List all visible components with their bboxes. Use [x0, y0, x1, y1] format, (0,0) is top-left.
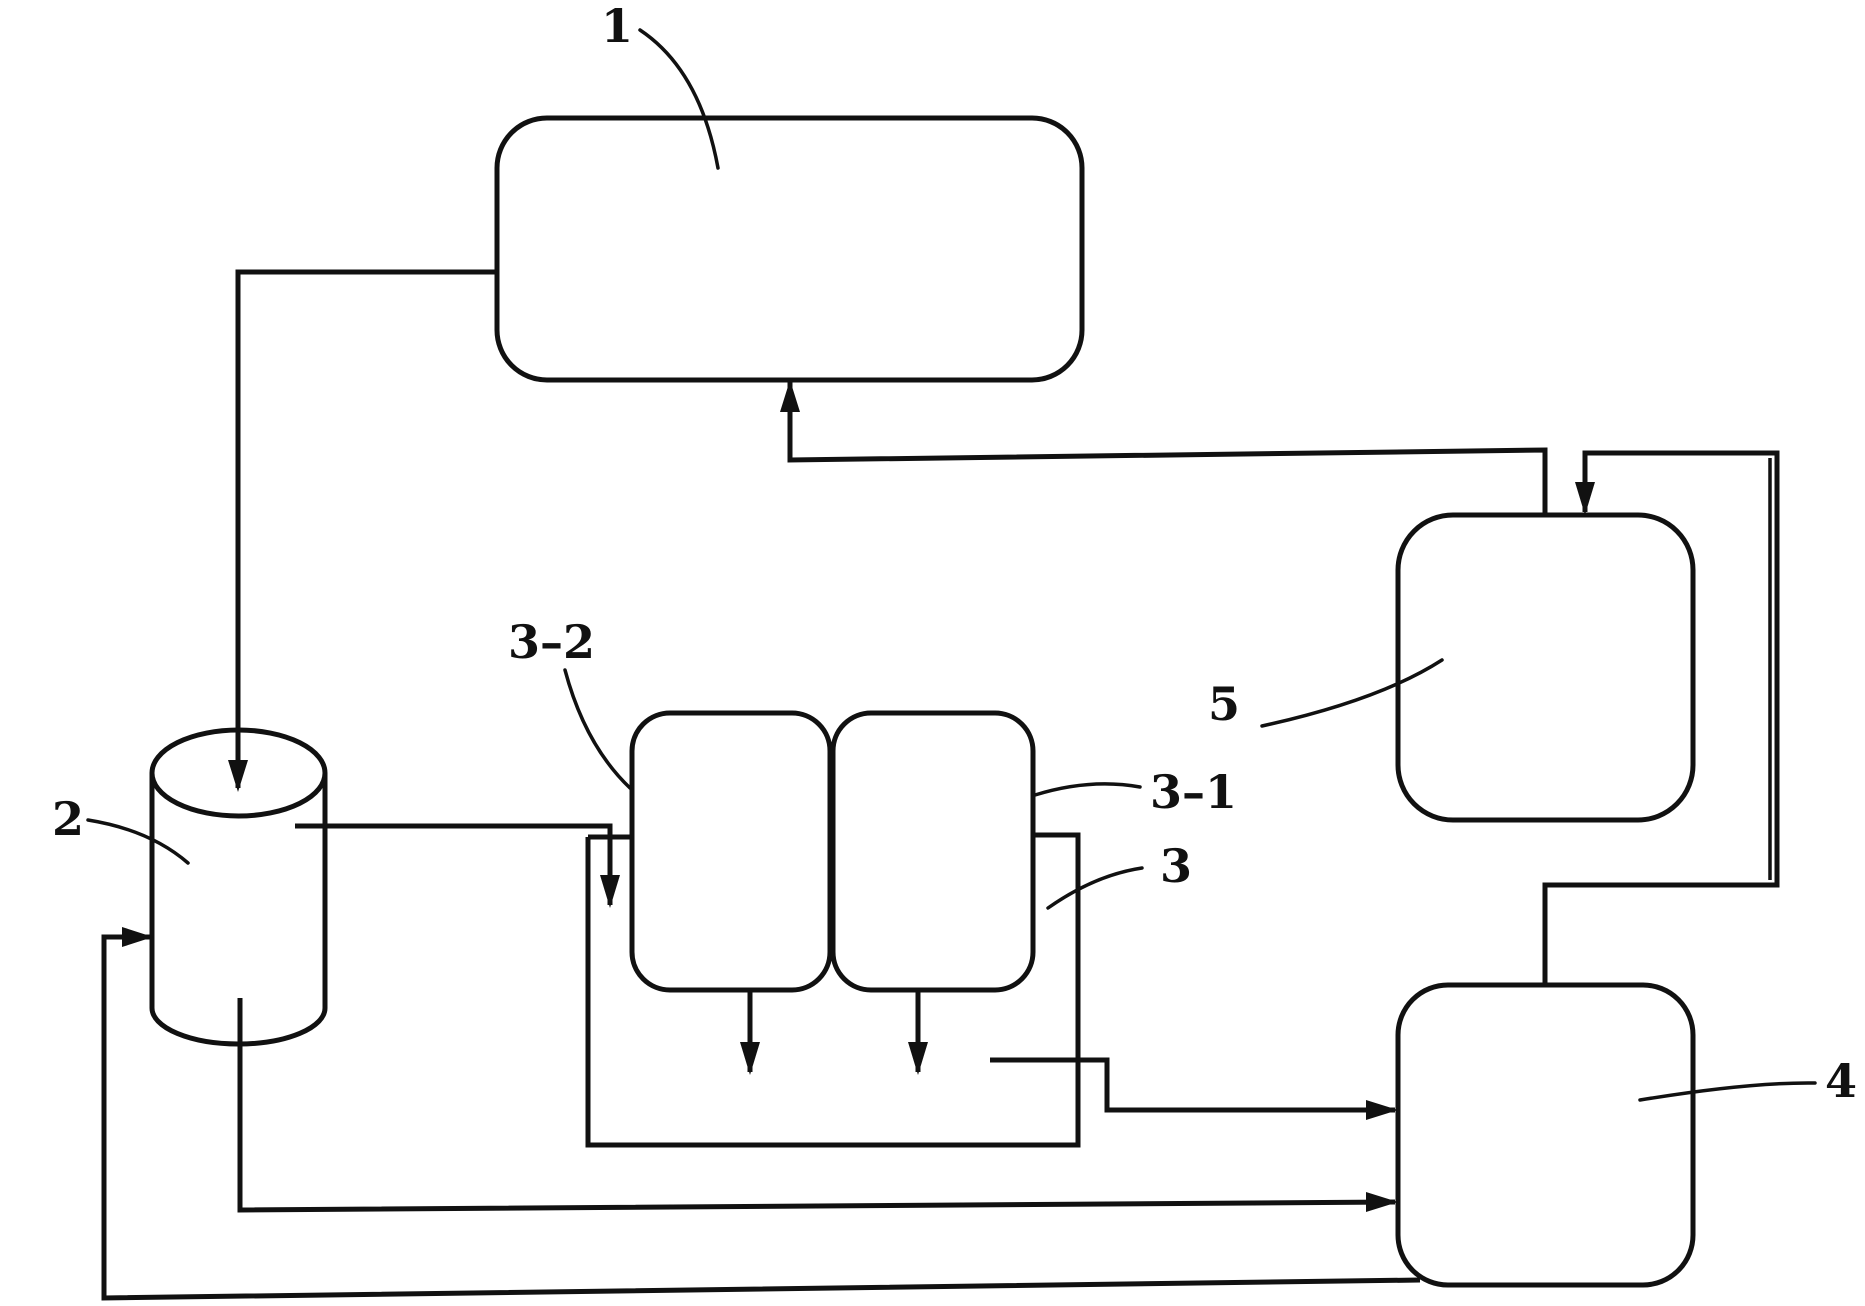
arrow-into-2-return	[122, 927, 153, 947]
pipe-5-to-1	[787, 382, 1548, 515]
label-3: 3	[1160, 839, 1192, 893]
leader-3-1	[1033, 782, 1142, 797]
leader-1	[638, 28, 720, 170]
arrow-into-2	[228, 760, 248, 792]
pipe-1-to-2	[235, 269, 497, 788]
arrow-3-1-outlet	[908, 1042, 928, 1075]
unit-1-tank	[494, 115, 1085, 383]
label-5: 5	[1208, 677, 1240, 731]
label-4: 4	[1825, 1054, 1857, 1108]
pipe-2-to-4	[237, 998, 1396, 1213]
leader-3	[1046, 866, 1144, 910]
unit-3-basin	[585, 832, 1081, 1148]
unit-2-cylinder	[149, 727, 328, 1047]
label-1: 1	[601, 0, 633, 53]
pipe-4-to-5	[1542, 450, 1780, 985]
leader-2	[86, 818, 190, 865]
unit-4-tank	[1395, 982, 1696, 1288]
pipe-3-to-4	[990, 1057, 1395, 1113]
label-3-1: 3–1	[1150, 765, 1237, 819]
unit-3-2-module	[629, 710, 833, 993]
unit-3-1-module	[830, 710, 1036, 993]
leader-5	[1260, 658, 1444, 728]
leader-4	[1638, 1081, 1817, 1102]
label-2: 2	[52, 792, 84, 846]
arrow-into-5	[1575, 482, 1595, 515]
arrow-into-4-a	[1366, 1100, 1398, 1120]
arrow-3-2-outlet	[740, 1042, 760, 1075]
unit-5-tank	[1395, 512, 1696, 823]
arrow-into-3	[600, 875, 620, 908]
arrow-into-4-b	[1366, 1192, 1398, 1212]
leader-3-2	[563, 668, 632, 790]
pipe-2-to-3	[295, 823, 613, 905]
label-3-2: 3–2	[508, 615, 595, 669]
arrow-into-1	[780, 380, 800, 412]
